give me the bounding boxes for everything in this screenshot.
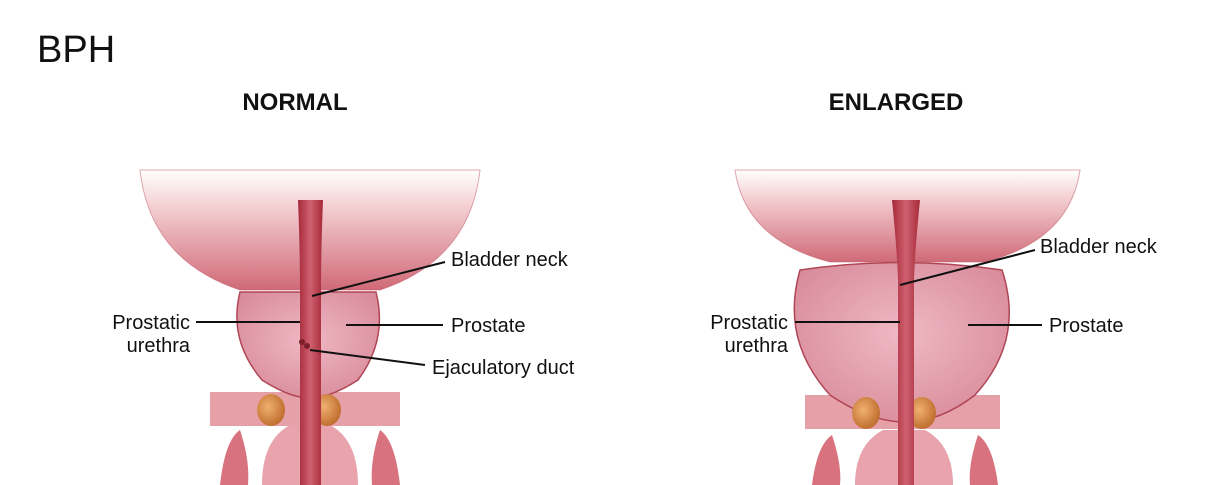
diagram-title: BPH [37,29,115,71]
label-prostatic-urethra-1: Prostatic [710,312,788,334]
normal-illustration [139,169,481,485]
pelvic-bone [812,435,998,485]
bulbourethral-gland-right [908,397,936,429]
label-bladder-neck: Bladder neck [451,249,569,271]
label-prostatic-urethra-1: Prostatic [112,312,190,334]
leader-bladder-neck [311,261,446,297]
label-ejaculatory-duct: Ejaculatory duct [432,357,575,379]
label-prostate: Prostate [1049,315,1123,337]
leader-ejaculatory-duct [309,349,426,366]
label-prostatic-urethra-2: urethra [725,335,789,357]
urethra-compressed [892,200,920,485]
bulbourethral-gland-left [852,397,880,429]
urethra [298,200,323,485]
label-prostate: Prostate [451,315,525,337]
enlarged-illustration [734,169,1081,485]
bulbourethral-gland-left [257,394,285,426]
leader-bladder-neck [899,249,1036,286]
label-prostatic-urethra-2: urethra [127,335,191,357]
heading-enlarged: ENLARGED [829,89,964,116]
heading-normal: NORMAL [242,89,347,116]
label-bladder-neck: Bladder neck [1040,236,1158,258]
pelvic-bone [220,430,400,485]
